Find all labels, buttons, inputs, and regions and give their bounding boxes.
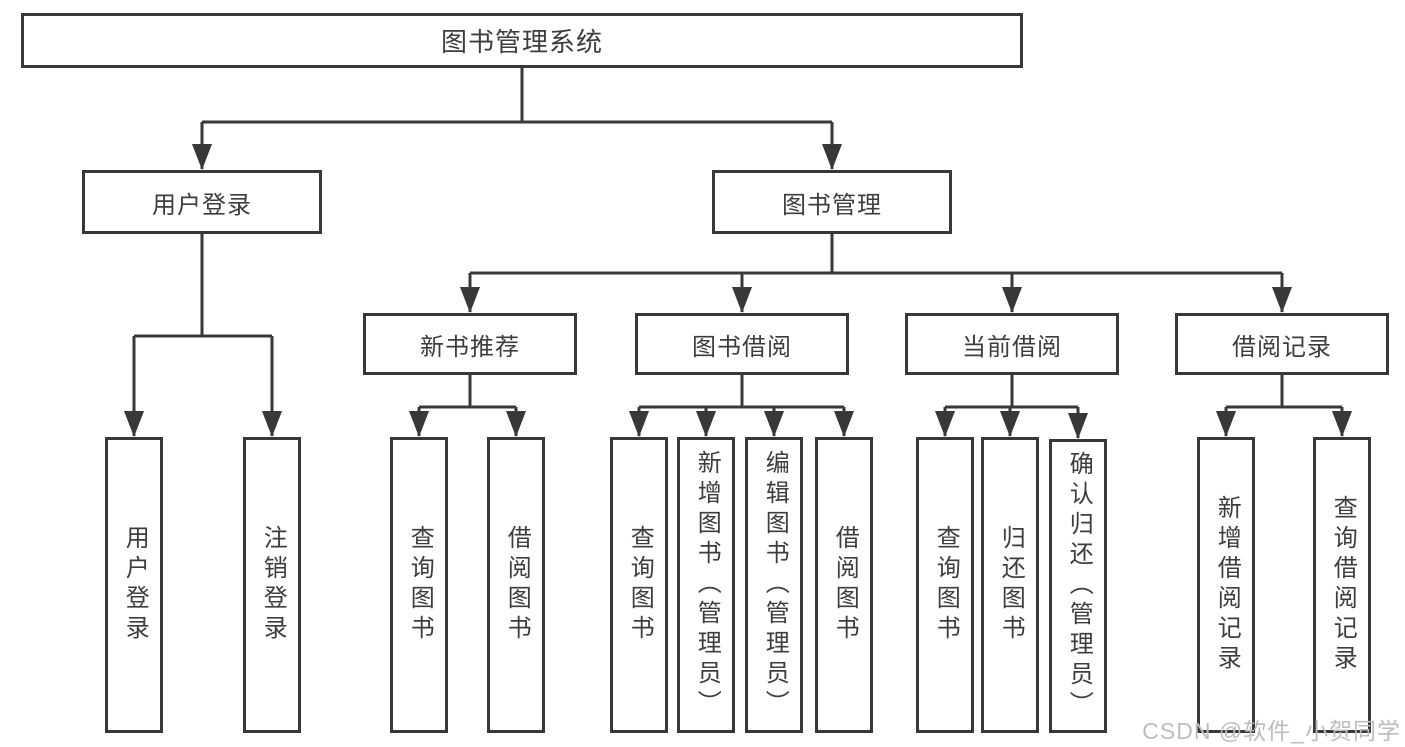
leaf-edit-book-admin: 编辑图书（管理员） <box>745 437 803 733</box>
leaf-add-borrow-record: 新增借阅记录 <box>1197 437 1255 733</box>
leaf-label: 归还图书 <box>997 525 1025 645</box>
leaf-label: 查询借阅记录 <box>1329 495 1357 675</box>
leaf-query-books: 查询图书 <box>916 437 974 733</box>
leaf-borrow-books: 借阅图书 <box>487 437 545 733</box>
leaf-label: 查询图书 <box>932 525 960 645</box>
leaf-label: 查询图书 <box>406 525 434 645</box>
leaf-add-book-admin: 新增图书（管理员） <box>677 437 735 733</box>
leaf-label: 确认归还（管理员） <box>1065 451 1093 721</box>
leaf-label: 新增借阅记录 <box>1213 495 1241 675</box>
leaf-return-books: 归还图书 <box>981 437 1039 733</box>
leaf-label: 用户登录 <box>121 525 149 645</box>
leaf-borrow-books: 借阅图书 <box>815 437 873 733</box>
leaf-label: 借阅图书 <box>831 525 859 645</box>
node-current-borrow: 当前借阅 <box>905 313 1119 375</box>
node-book-borrow: 图书借阅 <box>635 313 849 375</box>
leaf-label: 查询图书 <box>626 525 654 645</box>
leaf-label: 新增图书（管理员） <box>693 450 721 720</box>
leaf-label: 编辑图书（管理员） <box>761 450 789 720</box>
node-new-book-recommend: 新书推荐 <box>363 313 577 375</box>
node-library-system: 图书管理系统 <box>21 13 1023 68</box>
node-book-management: 图书管理 <box>712 170 952 234</box>
leaf-label: 注销登录 <box>259 525 287 645</box>
leaf-query-books: 查询图书 <box>610 437 668 733</box>
leaf-label: 借阅图书 <box>503 525 531 645</box>
csdn-watermark: CSDN @软件_小贺同学 <box>1142 718 1401 744</box>
leaf-query-books: 查询图书 <box>390 437 448 733</box>
node-borrow-records: 借阅记录 <box>1175 313 1389 375</box>
leaf-logout: 注销登录 <box>243 437 301 733</box>
leaf-confirm-return-admin: 确认归还（管理员） <box>1049 439 1107 733</box>
leaf-user-login: 用户登录 <box>105 437 163 733</box>
leaf-query-borrow-record: 查询借阅记录 <box>1313 437 1371 733</box>
node-user-login: 用户登录 <box>82 170 322 234</box>
